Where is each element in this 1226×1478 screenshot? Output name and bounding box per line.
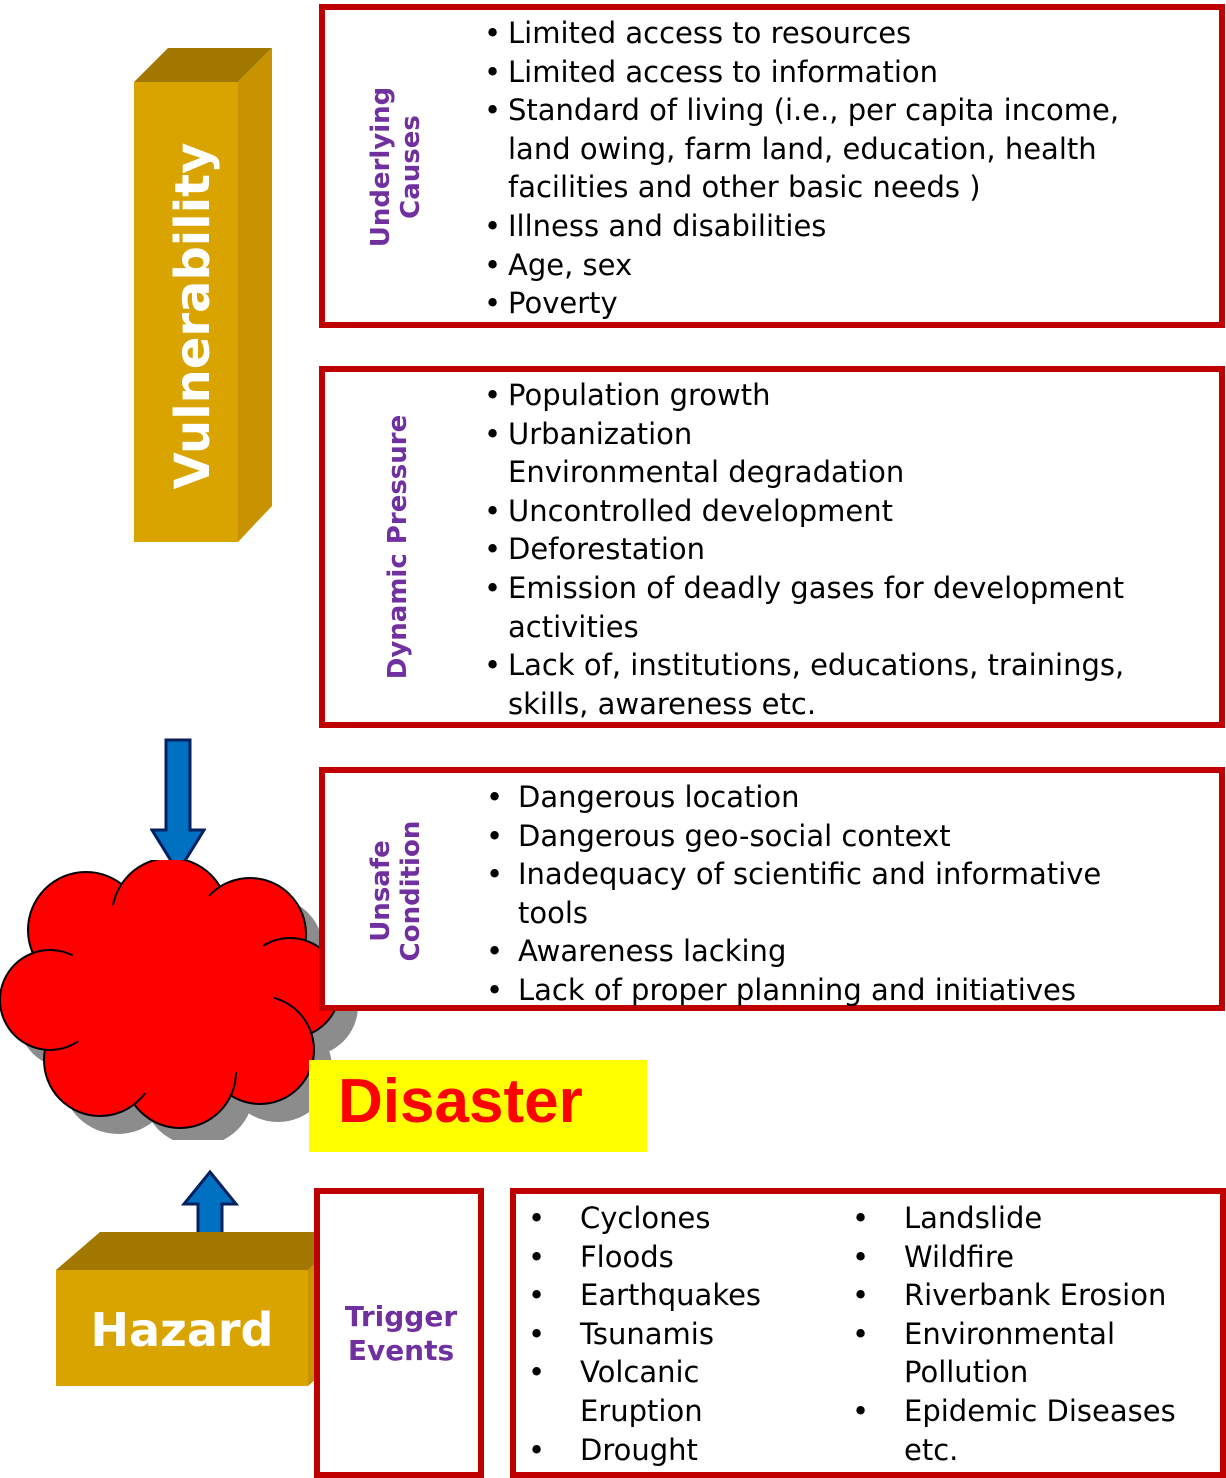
list-item: Limited access to information	[482, 53, 1119, 92]
list-item: skills, awareness etc.	[508, 686, 817, 721]
disaster-label: Disaster	[338, 1067, 583, 1136]
list-item: Standard of living (i.e., per capita inc…	[482, 91, 1119, 130]
trigger-events-label: Trigger Events	[326, 1300, 476, 1368]
trigger-events-box	[314, 1188, 484, 1478]
list-item: Awareness lacking	[480, 932, 1101, 971]
underlying-causes-list: Limited access to resourcesLimited acces…	[482, 14, 1119, 323]
trigger-events-label-line2: Events	[347, 1334, 455, 1367]
list-item: Lack of, institutions, educations, train…	[482, 646, 1124, 685]
dynamic-pressure-label: Dynamic Pressure	[383, 414, 413, 680]
list-item: Limited access to resources	[482, 14, 1119, 53]
list-item: Riverbank Erosion	[838, 1276, 1176, 1315]
list-item: Pollution	[904, 1355, 1029, 1390]
vulnerability-label: Vulnerability	[165, 142, 221, 490]
underlying-causes-label: Underlying Causes	[366, 87, 426, 248]
list-item: facilities and other basic needs )	[508, 170, 981, 205]
list-item: Deforestation	[482, 530, 1124, 569]
list-item: etc.	[904, 1432, 959, 1467]
underlying-causes-label-line1: Underlying	[366, 86, 396, 248]
dynamic-pressure-list: Population growthUrbanizationEnvironment…	[482, 376, 1124, 723]
list-item: Uncontrolled development	[482, 492, 1124, 531]
list-item: Environmental	[838, 1315, 1176, 1354]
down-arrow-icon	[150, 738, 206, 875]
list-item: Epidemic Diseases	[838, 1392, 1176, 1431]
list-item: Floods	[514, 1238, 761, 1277]
list-item: Earthquakes	[514, 1276, 761, 1315]
list-item: Drought	[514, 1431, 761, 1470]
vulnerability-block	[134, 48, 272, 542]
list-item: land owing, farm land, education, health	[508, 131, 1097, 166]
list-item: Dangerous geo-social context	[480, 817, 1101, 856]
trigger-events-label-line1: Trigger	[344, 1300, 458, 1333]
list-item: Lack of proper planning and initiatives	[480, 971, 1101, 1010]
underlying-causes-label-line2: Causes	[396, 115, 426, 219]
disaster-highlight	[309, 1060, 647, 1152]
list-item: Urbanization	[482, 415, 1124, 454]
list-item: Environmental degradation	[508, 455, 905, 490]
list-item: Poverty	[482, 284, 1119, 323]
list-item: Wildfire	[838, 1238, 1176, 1277]
list-item: Illness and disabilities	[482, 207, 1119, 246]
list-item: Landslide	[838, 1199, 1176, 1238]
cloud-icon	[0, 860, 358, 1140]
list-item: Cyclones	[514, 1199, 761, 1238]
list-item: tools	[518, 895, 589, 930]
list-item: Age, sex	[482, 246, 1119, 285]
list-item: Tsunamis	[514, 1315, 761, 1354]
hazard-types-col1: CyclonesFloodsEarthquakesTsunamisVolcani…	[514, 1199, 761, 1469]
list-item: Dangerous location	[480, 778, 1101, 817]
list-item: Inadequacy of scientific and informative	[480, 855, 1101, 894]
list-item: Emission of deadly gases for development	[482, 569, 1124, 608]
unsafe-condition-label-line2: Condition	[396, 820, 426, 962]
unsafe-condition-label: Unsafe Condition	[366, 821, 426, 962]
list-item: activities	[508, 609, 639, 644]
list-item: Volcanic	[514, 1353, 761, 1392]
unsafe-condition-label-line1: Unsafe	[366, 840, 396, 942]
hazard-types-col2: LandslideWildfireRiverbank ErosionEnviro…	[838, 1199, 1176, 1469]
unsafe-condition-list: Dangerous locationDangerous geo-social c…	[480, 778, 1101, 1010]
hazard-label: Hazard	[90, 1303, 274, 1357]
list-item: Eruption	[580, 1393, 703, 1428]
list-item: Population growth	[482, 376, 1124, 415]
